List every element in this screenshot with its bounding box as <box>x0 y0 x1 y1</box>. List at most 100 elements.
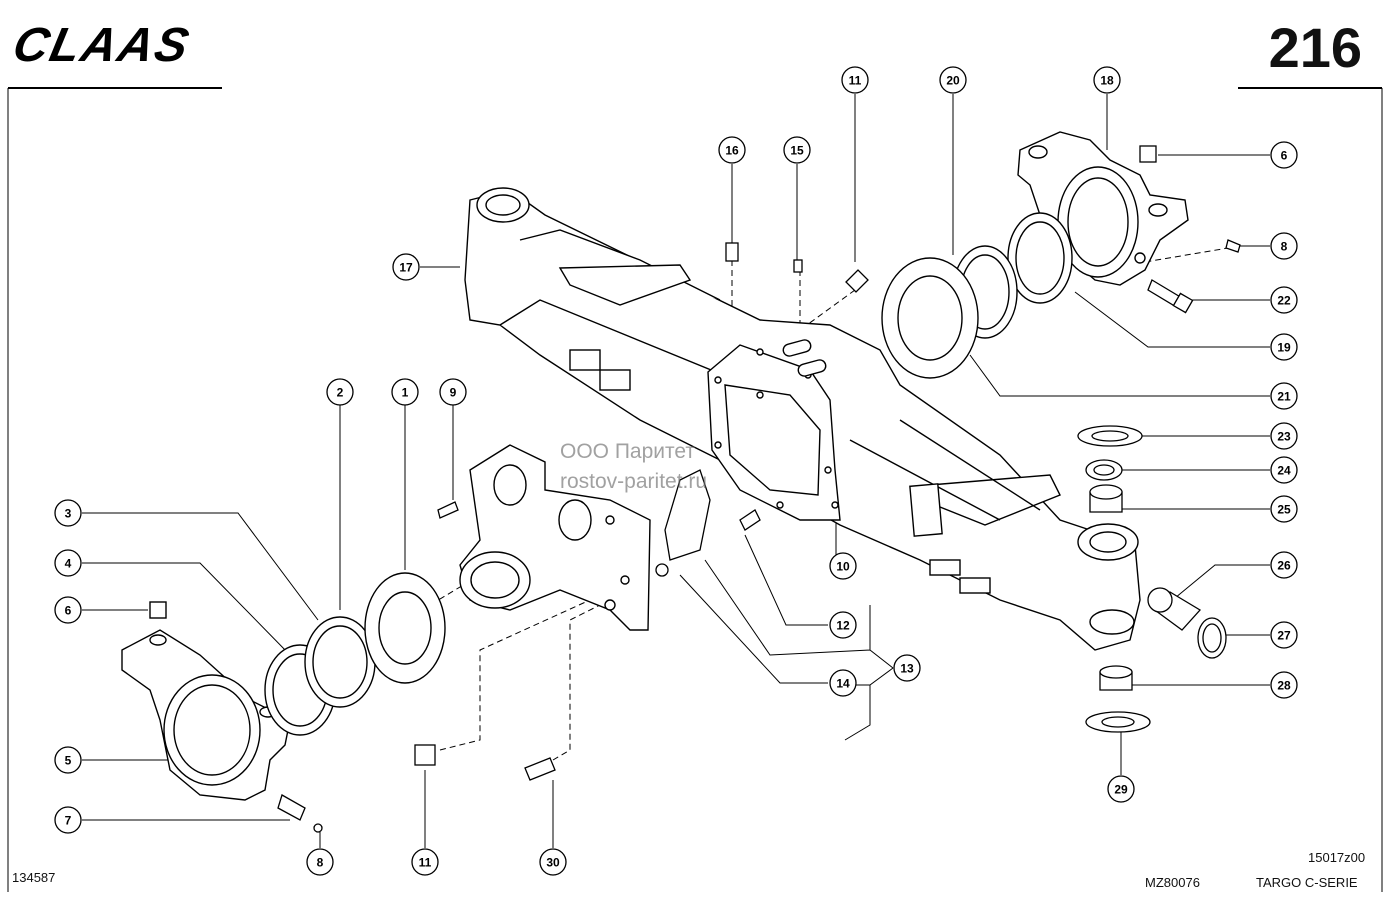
callout-circle <box>829 552 857 580</box>
callout-circle <box>54 596 82 624</box>
callout-6: 6 <box>1270 141 1298 169</box>
callout-25: 25 <box>1270 495 1298 523</box>
callout-circle <box>783 136 811 164</box>
callout-label: 7 <box>65 814 72 828</box>
callout-label: 15 <box>790 144 804 158</box>
callout-circle <box>54 549 82 577</box>
callout-17: 17 <box>392 253 420 281</box>
callout-11: 11 <box>411 848 439 876</box>
callout-label: 9 <box>450 386 457 400</box>
callout-circle <box>1270 422 1298 450</box>
callout-circle <box>54 499 82 527</box>
callout-label: 25 <box>1277 503 1291 517</box>
callout-circle <box>1270 141 1298 169</box>
left-bearing-bracket <box>121 601 291 801</box>
callout-label: 23 <box>1277 430 1291 444</box>
callout-label: 24 <box>1277 464 1291 478</box>
watermark-line-1: ООО Паритет <box>560 440 696 463</box>
callout-label: 18 <box>1100 74 1114 88</box>
callout-circle <box>54 806 82 834</box>
frame-border <box>7 88 1383 892</box>
pivot-housing <box>459 444 651 631</box>
callout-18: 18 <box>1093 66 1121 94</box>
revision-code: 15017z00 <box>1308 850 1366 865</box>
callout-circle <box>1270 456 1298 484</box>
callout-28: 28 <box>1270 671 1298 699</box>
callout-circle <box>1270 671 1298 699</box>
callout-circle <box>392 253 420 281</box>
callout-24: 24 <box>1270 456 1298 484</box>
callout-circle <box>1093 66 1121 94</box>
callout-29: 29 <box>1107 775 1135 803</box>
callout-1: 1 <box>391 378 419 406</box>
callout-5: 5 <box>54 746 82 774</box>
callout-circle <box>1270 333 1298 361</box>
right-ring-set <box>881 212 1073 379</box>
callout-13: 13 <box>893 654 921 682</box>
page-number: 216 <box>1268 16 1362 79</box>
callout-3: 3 <box>54 499 82 527</box>
callout-label: 3 <box>65 507 72 521</box>
callout-circle <box>326 378 354 406</box>
callout-27: 27 <box>1270 621 1298 649</box>
callout-label: 6 <box>65 604 72 618</box>
callout-15: 15 <box>783 136 811 164</box>
callout-circle <box>829 669 857 697</box>
callout-7: 7 <box>54 806 82 834</box>
callout-14: 14 <box>829 669 857 697</box>
callout-circle <box>539 848 567 876</box>
callout-circle <box>939 66 967 94</box>
callout-circle <box>439 378 467 406</box>
callout-label: 2 <box>337 386 344 400</box>
callout-circle <box>1270 621 1298 649</box>
callout-23: 23 <box>1270 422 1298 450</box>
callout-8: 8 <box>306 848 334 876</box>
series-name: TARGO C-SERIE <box>1256 875 1358 890</box>
callout-11: 11 <box>841 66 869 94</box>
callout-label: 30 <box>546 856 560 870</box>
callout-19: 19 <box>1270 333 1298 361</box>
callout-label: 22 <box>1277 294 1291 308</box>
document-number: 134587 <box>12 870 56 885</box>
callout-26: 26 <box>1270 551 1298 579</box>
callout-label: 29 <box>1114 783 1128 797</box>
callout-label: 17 <box>399 261 413 275</box>
callout-label: 12 <box>836 619 850 633</box>
callout-label: 13 <box>900 662 914 676</box>
callout-circle <box>391 378 419 406</box>
callout-8: 8 <box>1270 232 1298 260</box>
callout-circle <box>306 848 334 876</box>
callout-circle <box>1107 775 1135 803</box>
callout-30: 30 <box>539 848 567 876</box>
callout-20: 20 <box>939 66 967 94</box>
callout-circle <box>1270 286 1298 314</box>
callout-label: 11 <box>849 74 862 88</box>
callout-9: 9 <box>439 378 467 406</box>
callout-circle <box>893 654 921 682</box>
callout-2: 2 <box>326 378 354 406</box>
left-small-parts <box>277 469 761 833</box>
callout-label: 27 <box>1277 629 1291 643</box>
callout-4: 4 <box>54 549 82 577</box>
left-ring-set <box>264 572 446 736</box>
callout-circle <box>411 848 439 876</box>
callout-label: 10 <box>836 560 850 574</box>
callout-circles: 1234566788910111112131415161718192021222… <box>54 66 1298 876</box>
top-fittings <box>725 242 869 293</box>
leader-lines <box>82 94 1270 848</box>
callout-circle <box>1270 495 1298 523</box>
callout-circle <box>1270 382 1298 410</box>
callout-6: 6 <box>54 596 82 624</box>
callout-circle <box>1270 232 1298 260</box>
callout-circle <box>718 136 746 164</box>
callout-label: 28 <box>1277 679 1291 693</box>
callout-label: 21 <box>1277 390 1291 404</box>
callout-10: 10 <box>829 552 857 580</box>
callout-22: 22 <box>1270 286 1298 314</box>
right-small-parts <box>1077 145 1241 733</box>
callout-label: 1 <box>402 386 409 400</box>
callout-label: 8 <box>1281 240 1288 254</box>
callout-21: 21 <box>1270 382 1298 410</box>
